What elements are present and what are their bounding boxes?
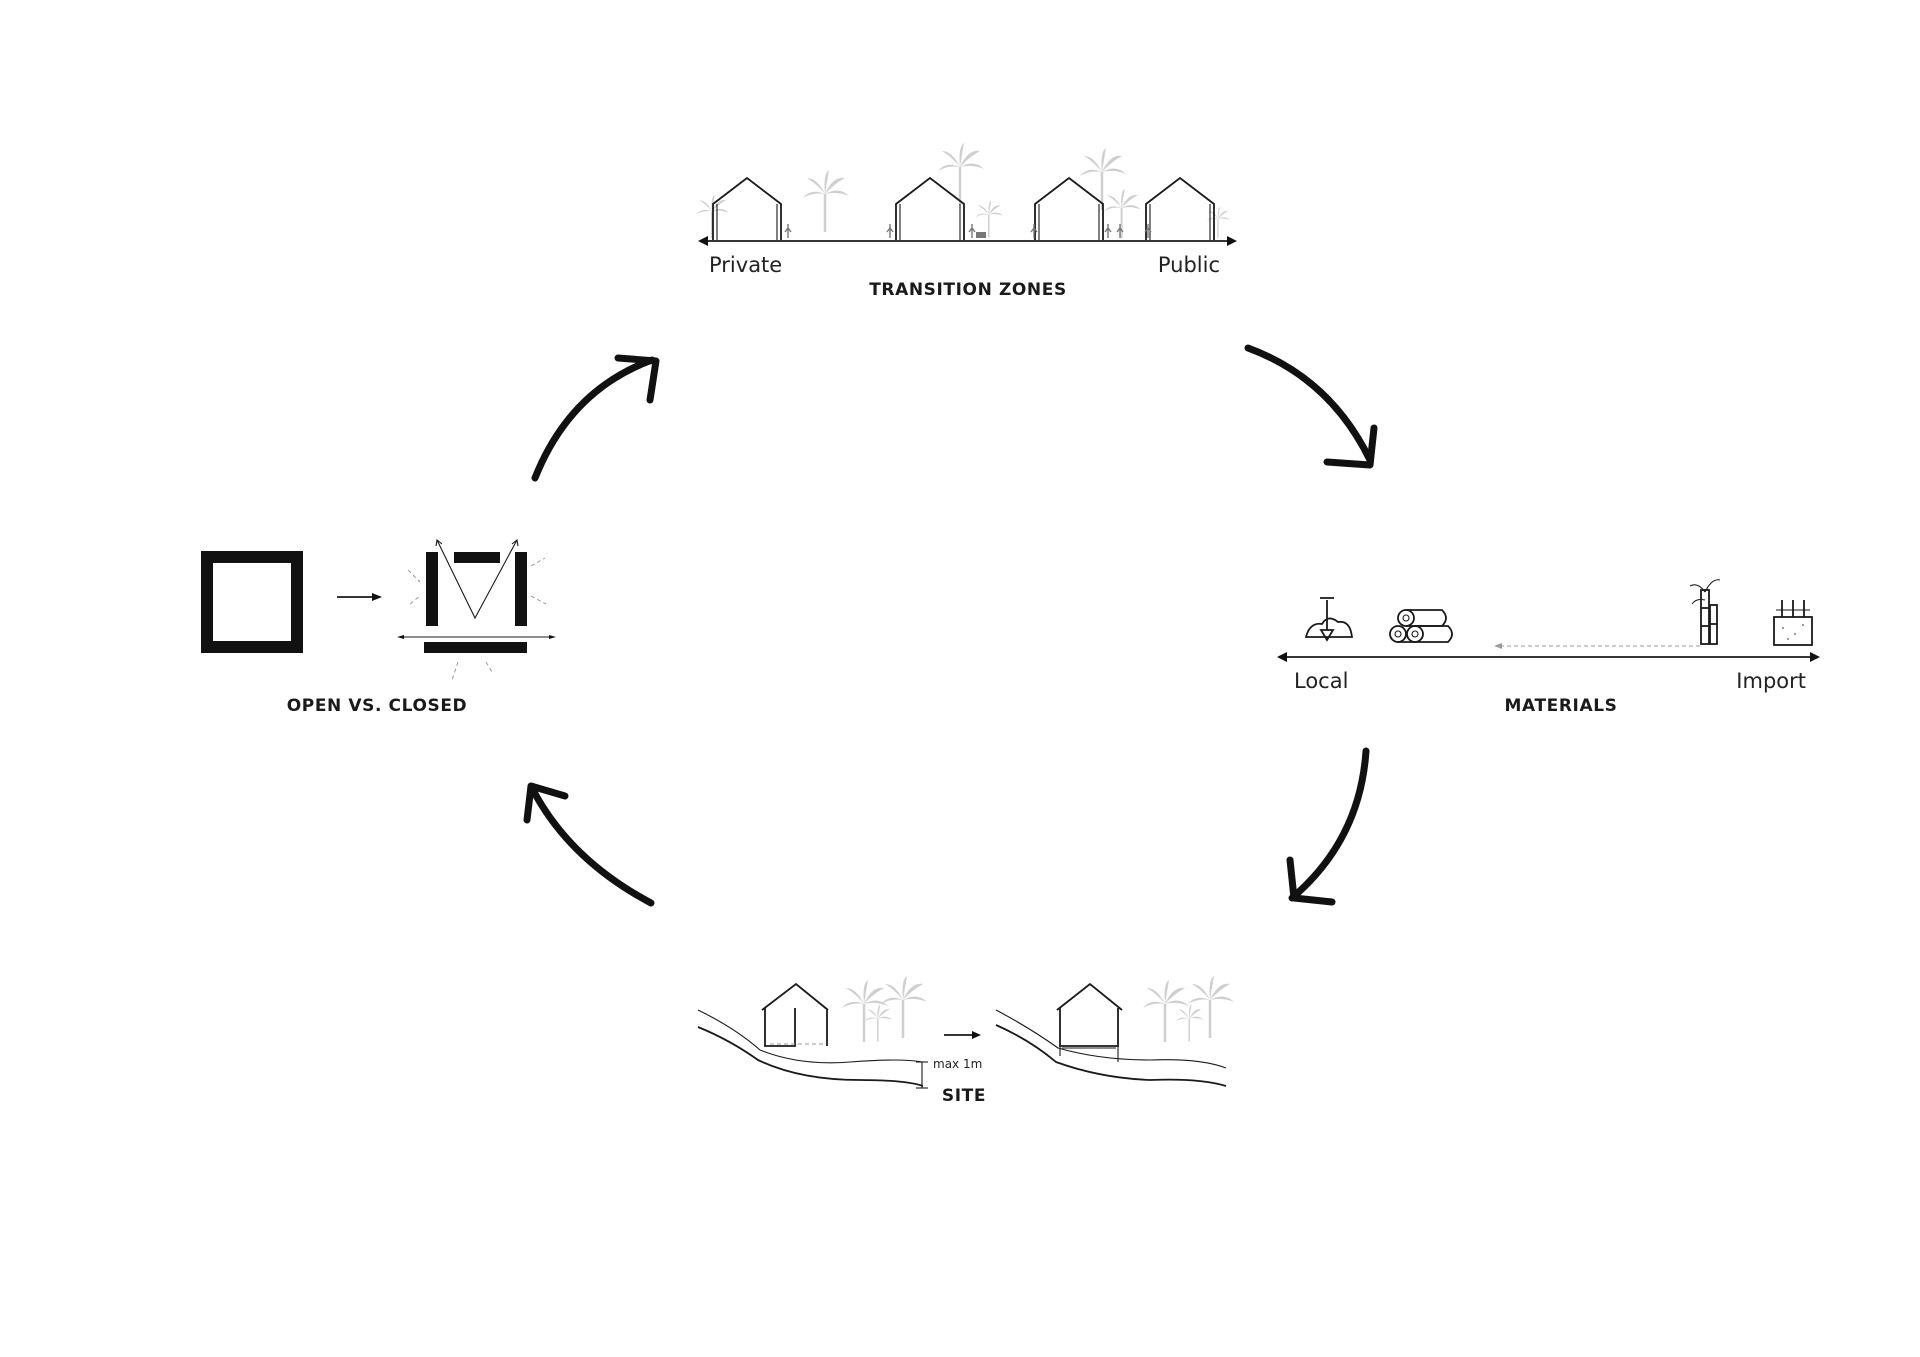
site-transform-arrow (944, 1031, 981, 1039)
house-icon (895, 177, 965, 241)
cycle-arrow-open-to-transition (531, 354, 660, 482)
open-closed-node: OPEN VS. CLOSED (201, 538, 556, 716)
materials-node: Local Import MATERIALS (1277, 579, 1820, 716)
site-after-illustration (995, 974, 1236, 1087)
open-closed-transform-arrow (337, 593, 382, 601)
closed-square-icon (201, 551, 303, 653)
timber-logs-icon (1389, 609, 1453, 643)
axis-label-import: Import (1736, 669, 1806, 693)
axis-label-public: Public (1158, 253, 1220, 277)
height-annotation: max 1m (916, 1057, 982, 1089)
local-import-axis (1277, 652, 1820, 662)
node-title-transition-zones: TRANSITION ZONES (869, 280, 1067, 300)
house-icon (712, 177, 782, 241)
node-title-open-vs-closed: OPEN VS. CLOSED (287, 696, 468, 716)
node-title-materials: MATERIALS (1504, 696, 1617, 716)
house-icon (1145, 177, 1215, 241)
house-icon (1034, 177, 1104, 241)
node-title-site: SITE (942, 1086, 986, 1106)
material-import-dashed-arrow (1494, 643, 1700, 649)
open-square-icon (397, 538, 556, 681)
transition-zones-illustration (695, 141, 1231, 241)
concrete-block-icon (1773, 600, 1813, 646)
axis-label-private: Private (709, 253, 782, 277)
private-public-axis (698, 236, 1237, 246)
max-height-label: max 1m (933, 1057, 982, 1071)
cycle-arrow-transition-to-materials (1244, 344, 1378, 469)
site-before-illustration: max 1m (697, 974, 982, 1089)
soil-shovel-icon (1304, 597, 1354, 642)
site-node: max 1m SITE (697, 974, 1236, 1106)
cycle-arrow-site-to-open (523, 782, 655, 907)
transition-zones-node: Private Public TRANSITION ZONES (695, 141, 1237, 300)
bamboo-icon (1689, 579, 1721, 645)
axis-label-local: Local (1294, 669, 1348, 693)
cycle-arrow-materials-to-site (1286, 747, 1370, 906)
